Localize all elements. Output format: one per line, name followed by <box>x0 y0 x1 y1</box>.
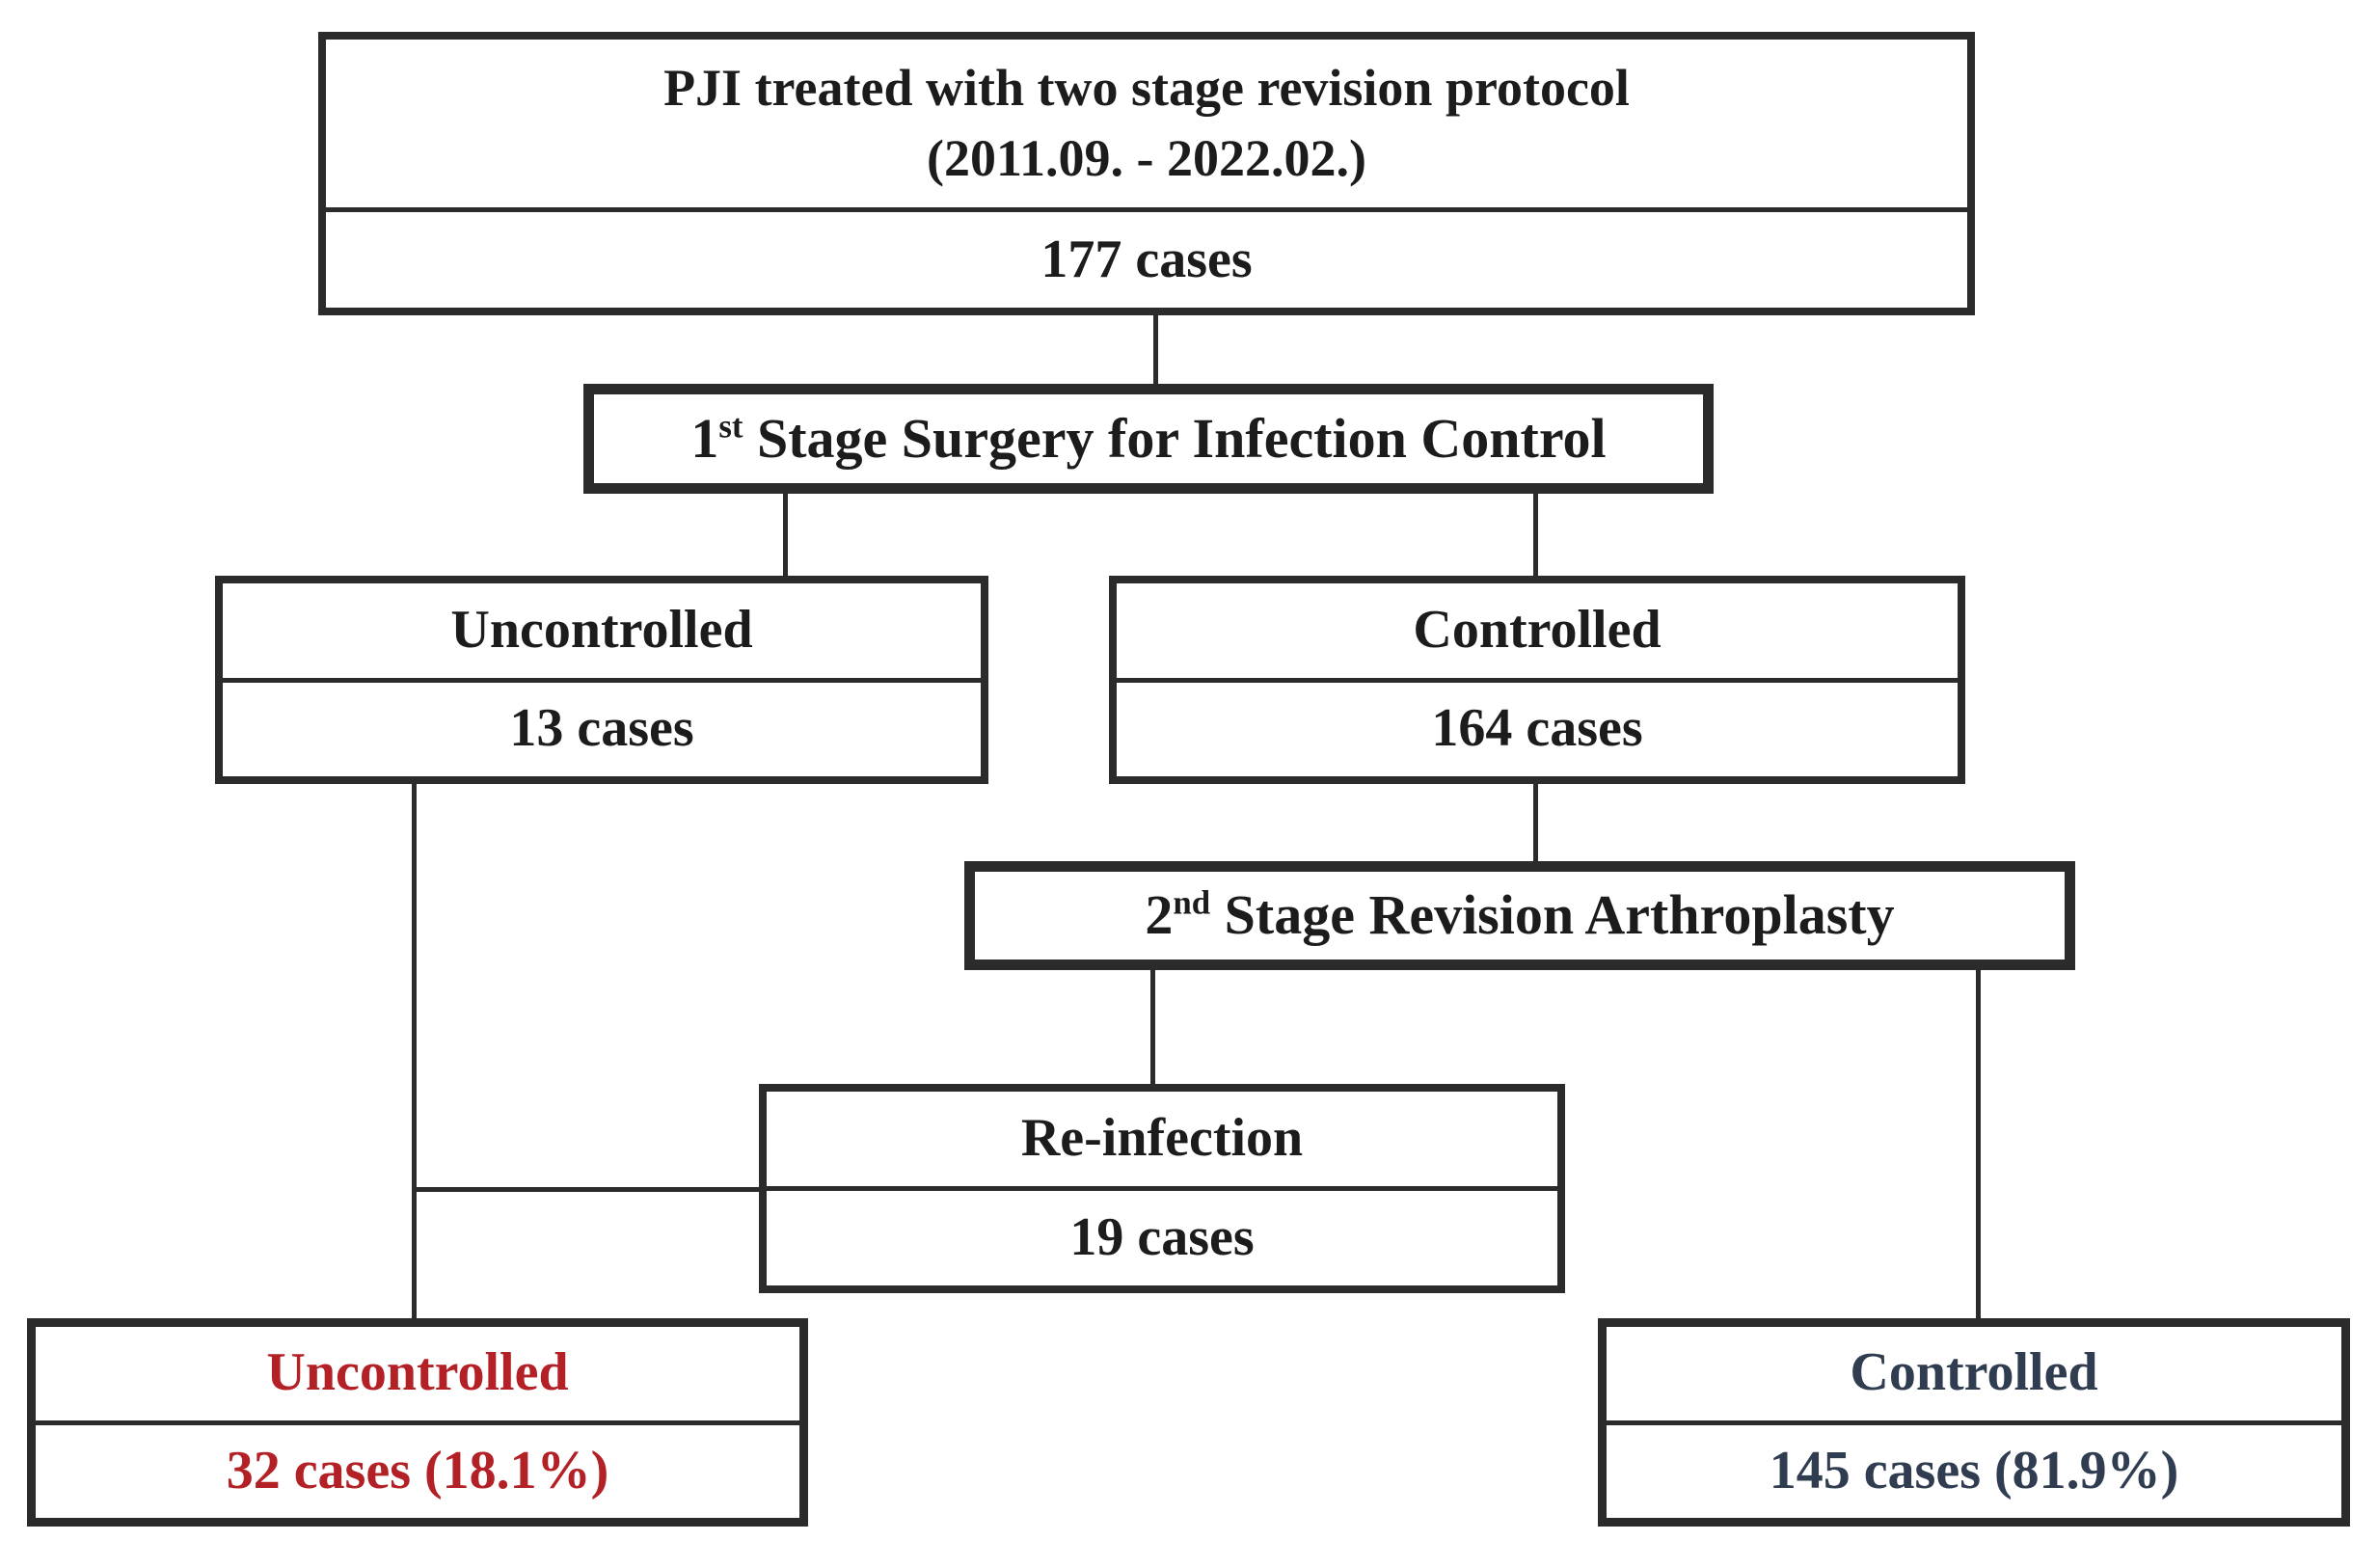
stage1-rest: Stage Surgery for Infection Control <box>743 406 1607 470</box>
flow-box-root: PJI treated with two stage revision prot… <box>318 32 1975 315</box>
connector-stage1-to-uncontrolled <box>783 490 788 579</box>
box-divider <box>36 1419 799 1425</box>
stage1-box-label: 1st Stage Surgery for Infection Control <box>594 394 1703 483</box>
flow-box-final-uncontrolled: Uncontrolled 32 cases (18.1%) <box>27 1318 808 1527</box>
flow-box-stage1: 1st Stage Surgery for Infection Control <box>583 384 1714 494</box>
connector-reinfection-to-uncontrolled-line <box>412 1187 761 1192</box>
connector-controlled-to-stage2 <box>1533 782 1538 863</box>
flow-box-controlled-interim: Controlled 164 cases <box>1109 576 1965 784</box>
stage1-ordinal-suffix: st <box>718 407 743 446</box>
root-box-title-line1: PJI treated with two stage revision prot… <box>663 58 1630 117</box>
stage1-num: 1 <box>690 406 719 470</box>
root-box-title-line2: (2011.09. - 2022.02.) <box>927 128 1366 187</box>
final-uncontrolled-cases: 32 cases (18.1%) <box>226 1440 609 1500</box>
box-divider <box>1607 1419 2341 1425</box>
stage2-rest: Stage Revision Arthroplasty <box>1210 883 1895 947</box>
reinfection-label: Re-infection <box>1020 1108 1304 1169</box>
final-controlled-label: Controlled <box>1850 1342 2098 1403</box>
connector-stage2-to-reinfection <box>1150 968 1155 1086</box>
box-divider <box>1117 677 1958 683</box>
flow-box-stage2: 2nd Stage Revision Arthroplasty <box>964 861 2075 970</box>
stage2-box-label: 2nd Stage Revision Arthroplasty <box>975 872 2065 960</box>
stage2-num: 2 <box>1145 883 1174 947</box>
connector-stage2-to-final-controlled <box>1976 968 1981 1320</box>
flow-box-reinfection: Re-infection 19 cases <box>759 1084 1565 1293</box>
final-uncontrolled-label: Uncontrolled <box>266 1342 569 1403</box>
root-box-cases: 177 cases <box>1040 229 1253 289</box>
uncontrolled-interim-label: Uncontrolled <box>450 599 753 660</box>
controlled-interim-cases: 164 cases <box>1431 698 1643 759</box>
flow-box-uncontrolled-interim: Uncontrolled 13 cases <box>215 576 988 784</box>
root-box-title: PJI treated with two stage revision prot… <box>326 40 1967 207</box>
stage2-ordinal-suffix: nd <box>1173 884 1211 923</box>
reinfection-cases: 19 cases <box>1069 1207 1255 1268</box>
connector-uncontrolled-to-final-uncontrolled <box>412 782 417 1320</box>
box-divider <box>767 1186 1557 1191</box>
connector-stage1-to-controlled <box>1533 490 1538 579</box>
uncontrolled-interim-cases: 13 cases <box>509 698 694 759</box>
connector-root-to-stage1 <box>1153 313 1158 391</box>
flow-box-final-controlled: Controlled 145 cases (81.9%) <box>1598 1318 2350 1527</box>
controlled-interim-label: Controlled <box>1413 599 1662 660</box>
box-divider <box>326 206 1967 212</box>
box-divider <box>223 677 981 683</box>
final-controlled-cases: 145 cases (81.9%) <box>1769 1440 2179 1500</box>
